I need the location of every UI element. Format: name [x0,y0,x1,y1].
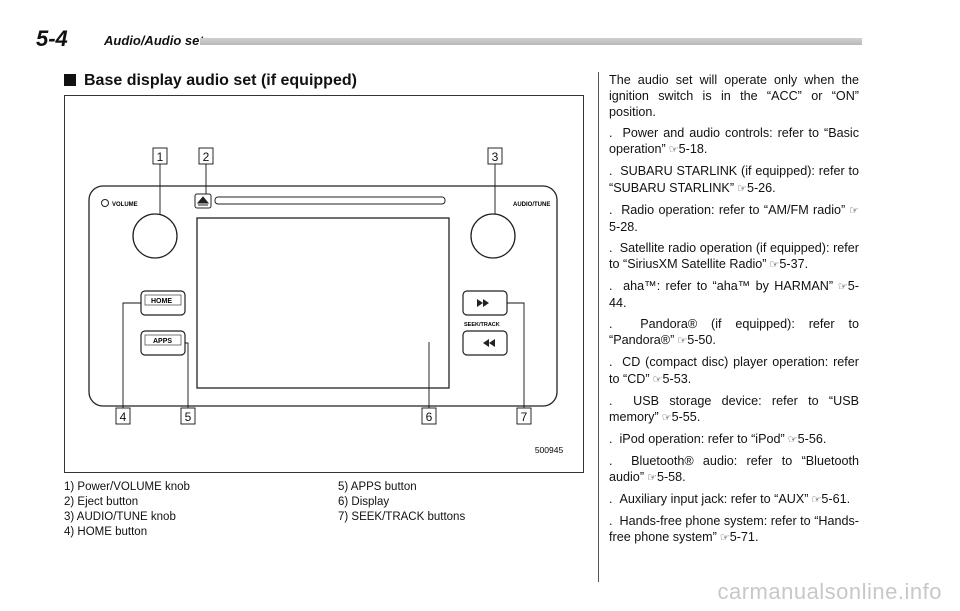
caption-5: 5) APPS button [338,481,417,493]
home-button-face [144,294,182,306]
bullet-icon: . [609,164,621,179]
bullet-icon: . [609,240,620,255]
reference-item: . Pandora® (if equipped): refer to “Pand… [609,317,859,348]
page-reference-link[interactable]: 5-58. [656,469,686,484]
page-reference-link[interactable]: 5-53. [662,371,692,386]
eject-icon [196,196,210,206]
volume-knob [132,213,178,259]
home-label: HOME [151,298,172,305]
reference-item: . USB storage device: refer to “USB memo… [609,393,859,424]
reference-item: . Satellite radio operation (if equipped… [609,240,859,271]
seek-track-label: SEEK/TRACK [464,322,500,328]
leader-line-7 [507,302,525,408]
figure-captions-left: 1) Power/VOLUME knob 2) Eject button 3) … [64,480,190,540]
callout-2: 2 [203,150,210,164]
page-reference-icon: ☞ [766,258,780,271]
callout-3: 3 [492,150,499,164]
page-reference-link[interactable]: 5-50. [687,333,716,348]
reference-item: . aha™: refer to “aha™ by HARMAN” ☞5-44. [609,279,859,311]
reference-list: . Power and audio controls: refer to “Ba… [609,125,859,546]
section-header: Audio/Audio set [104,33,204,48]
page-reference-icon: ☞ [658,411,672,424]
bullet-icon: . [609,431,620,446]
bullet-icon: . [609,202,622,217]
page-reference-icon: ☞ [644,471,657,484]
reference-item: . CD (compact disc) player operation: re… [609,355,859,386]
page-reference-link[interactable]: 5-61. [821,492,851,507]
caption-4: 4) HOME button [64,526,148,538]
caption-1: 1) Power/VOLUME knob [64,481,190,493]
bullet-icon: . [609,126,623,141]
bullet-icon: . [609,453,632,468]
page-reference-icon: ☞ [845,204,860,217]
reference-item: . Radio operation: refer to “AM/FM radio… [609,202,860,234]
callout-7: 7 [521,410,528,424]
page-reference-link[interactable]: 5-26. [746,180,776,195]
page-reference-icon: ☞ [808,494,822,507]
page-reference-icon: ☞ [734,182,747,195]
audio-tune-knob [470,213,516,259]
page-reference-link[interactable]: 5-71. [729,530,759,545]
bullet-icon: . [609,393,634,408]
callout-5: 5 [185,410,192,424]
page-reference-icon: ☞ [716,532,730,545]
callout-6: 6 [426,410,433,424]
audio-tune-label: AUDIO/TUNE [513,202,550,208]
reference-item: . Bluetooth® audio: refer to “Bluetooth … [609,453,859,484]
page-reference-link[interactable]: 5-18. [678,142,708,157]
page-number: 5-4 [36,26,68,51]
reference-item: . Power and audio controls: refer to “Ba… [609,126,859,157]
page-reference-icon: ☞ [833,281,848,294]
intro-paragraph: The audio set will operate only when the… [609,73,859,120]
audio-unit-diagram: VOLUME AUDIO/TUNE HOME APPS SEEK/TRACK [88,147,564,455]
bullet-icon: . [609,492,620,507]
bullet-icon: . [609,317,641,332]
power-icon [101,199,109,207]
rewind-icon [483,339,495,347]
fast-forward-icon [477,299,489,307]
bullet-icon: . [609,355,623,370]
page-reference-icon: ☞ [784,433,798,446]
reference-item: . Hands-free phone system: refer to “Han… [609,514,859,545]
bullet-icon: . [609,514,620,529]
column-divider [598,72,599,582]
leader-line-4 [122,302,141,408]
reference-item: . SUBARU STARLINK (if equipped): refer t… [609,164,859,195]
leader-line-5 [185,342,189,408]
page-reference-link[interactable]: 5-44. [609,279,859,311]
apps-label: APPS [153,338,172,345]
page-reference-link[interactable]: 5-55. [671,409,701,424]
figure-code: 500945 [535,445,564,455]
page-reference-icon: ☞ [665,144,679,157]
page-reference-link[interactable]: 5-28. [609,219,638,234]
bullet-icon: . [609,279,624,294]
reference-item: . iPod operation: refer to “iPod” ☞5-56. [609,431,827,446]
caption-7: 7) SEEK/TRACK buttons [338,511,466,523]
section-title: Base display audio set (if equipped) [64,72,357,90]
volume-label: VOLUME [112,202,138,208]
page-reference-icon: ☞ [649,373,663,386]
caption-6: 6) Display [338,496,390,508]
display [196,217,450,389]
page-reference-link[interactable]: 5-37. [779,256,809,271]
page-reference-link[interactable]: 5-56. [797,431,827,446]
page-reference-icon: ☞ [674,335,688,348]
apps-button-face [144,334,182,346]
body-text: The audio set will operate only when the… [609,72,859,551]
caption-3: 3) AUDIO/TUNE knob [64,511,176,523]
figure-captions-right: 5) APPS button 6) Display 7) SEEK/TRACK … [338,480,465,525]
square-bullet-icon [64,74,76,86]
reference-item: . Auxiliary input jack: refer to “AUX” ☞… [609,492,851,507]
callout-4: 4 [120,410,127,424]
caption-2: 2) Eject button [64,496,139,508]
header-rule [200,38,862,45]
cd-slot [214,196,446,205]
callout-1: 1 [157,150,164,164]
audio-unit-figure: VOLUME AUDIO/TUNE HOME APPS SEEK/TRACK [64,95,584,473]
watermark: carmanualsonline.info [717,579,942,604]
